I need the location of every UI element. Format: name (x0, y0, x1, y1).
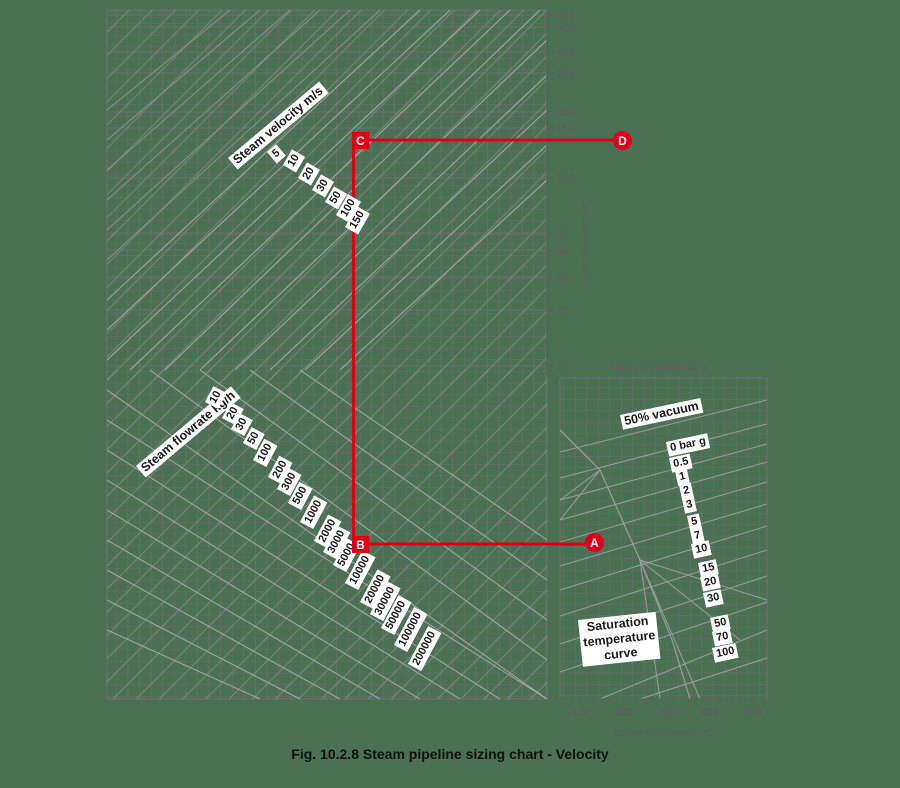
pipe-tick: 10 (556, 361, 568, 373)
pipe-diameter-tick-labels: 600 500 400 300 200 150 100 50 40 30 20 … (556, 10, 574, 373)
velocity-line-family (107, 10, 547, 380)
pipe-tick: 200 (556, 107, 574, 119)
marker-d[interactable]: D (613, 131, 632, 150)
saturation-curve-label: Saturation temperature curve (578, 611, 661, 667)
temperature-tick-labels: 100 200 300 400 500 (572, 707, 762, 719)
pipe-tick: 400 (556, 47, 574, 59)
temp-tick: 100 (572, 707, 590, 719)
pipe-tick: 20 (556, 305, 568, 317)
temperature-axis (560, 698, 767, 705)
marker-b[interactable]: B (352, 536, 369, 553)
saturation-curve-family (560, 399, 767, 699)
temp-tick: 300 (658, 707, 676, 719)
pipe-diameter-axis (546, 10, 553, 375)
temp-tick: 200 (615, 707, 633, 719)
temperature-axis-title: Steam temperature °C (614, 728, 713, 739)
figure-caption: Fig. 10.2.8 Steam pipeline sizing chart … (291, 746, 609, 762)
pipe-tick: 150 (556, 123, 574, 135)
pipe-tick: 100 (556, 173, 574, 185)
pipe-tick: 40 (556, 245, 568, 257)
pipe-tick: 50 (556, 229, 568, 241)
pipe-tick: 500 (556, 22, 574, 34)
pressure-axis-title: Steam pressure bar g (609, 363, 706, 374)
pipe-diameter-axis-title: Pipe diameter mm (580, 203, 591, 285)
temp-tick: 400 (701, 707, 719, 719)
marker-a[interactable]: A (585, 533, 604, 552)
pipe-tick: 30 (556, 272, 568, 284)
marker-c[interactable]: C (352, 132, 369, 149)
pipe-tick: 600 (556, 10, 574, 22)
temp-tick: 500 (744, 707, 762, 719)
pipe-tick: 300 (556, 68, 574, 80)
